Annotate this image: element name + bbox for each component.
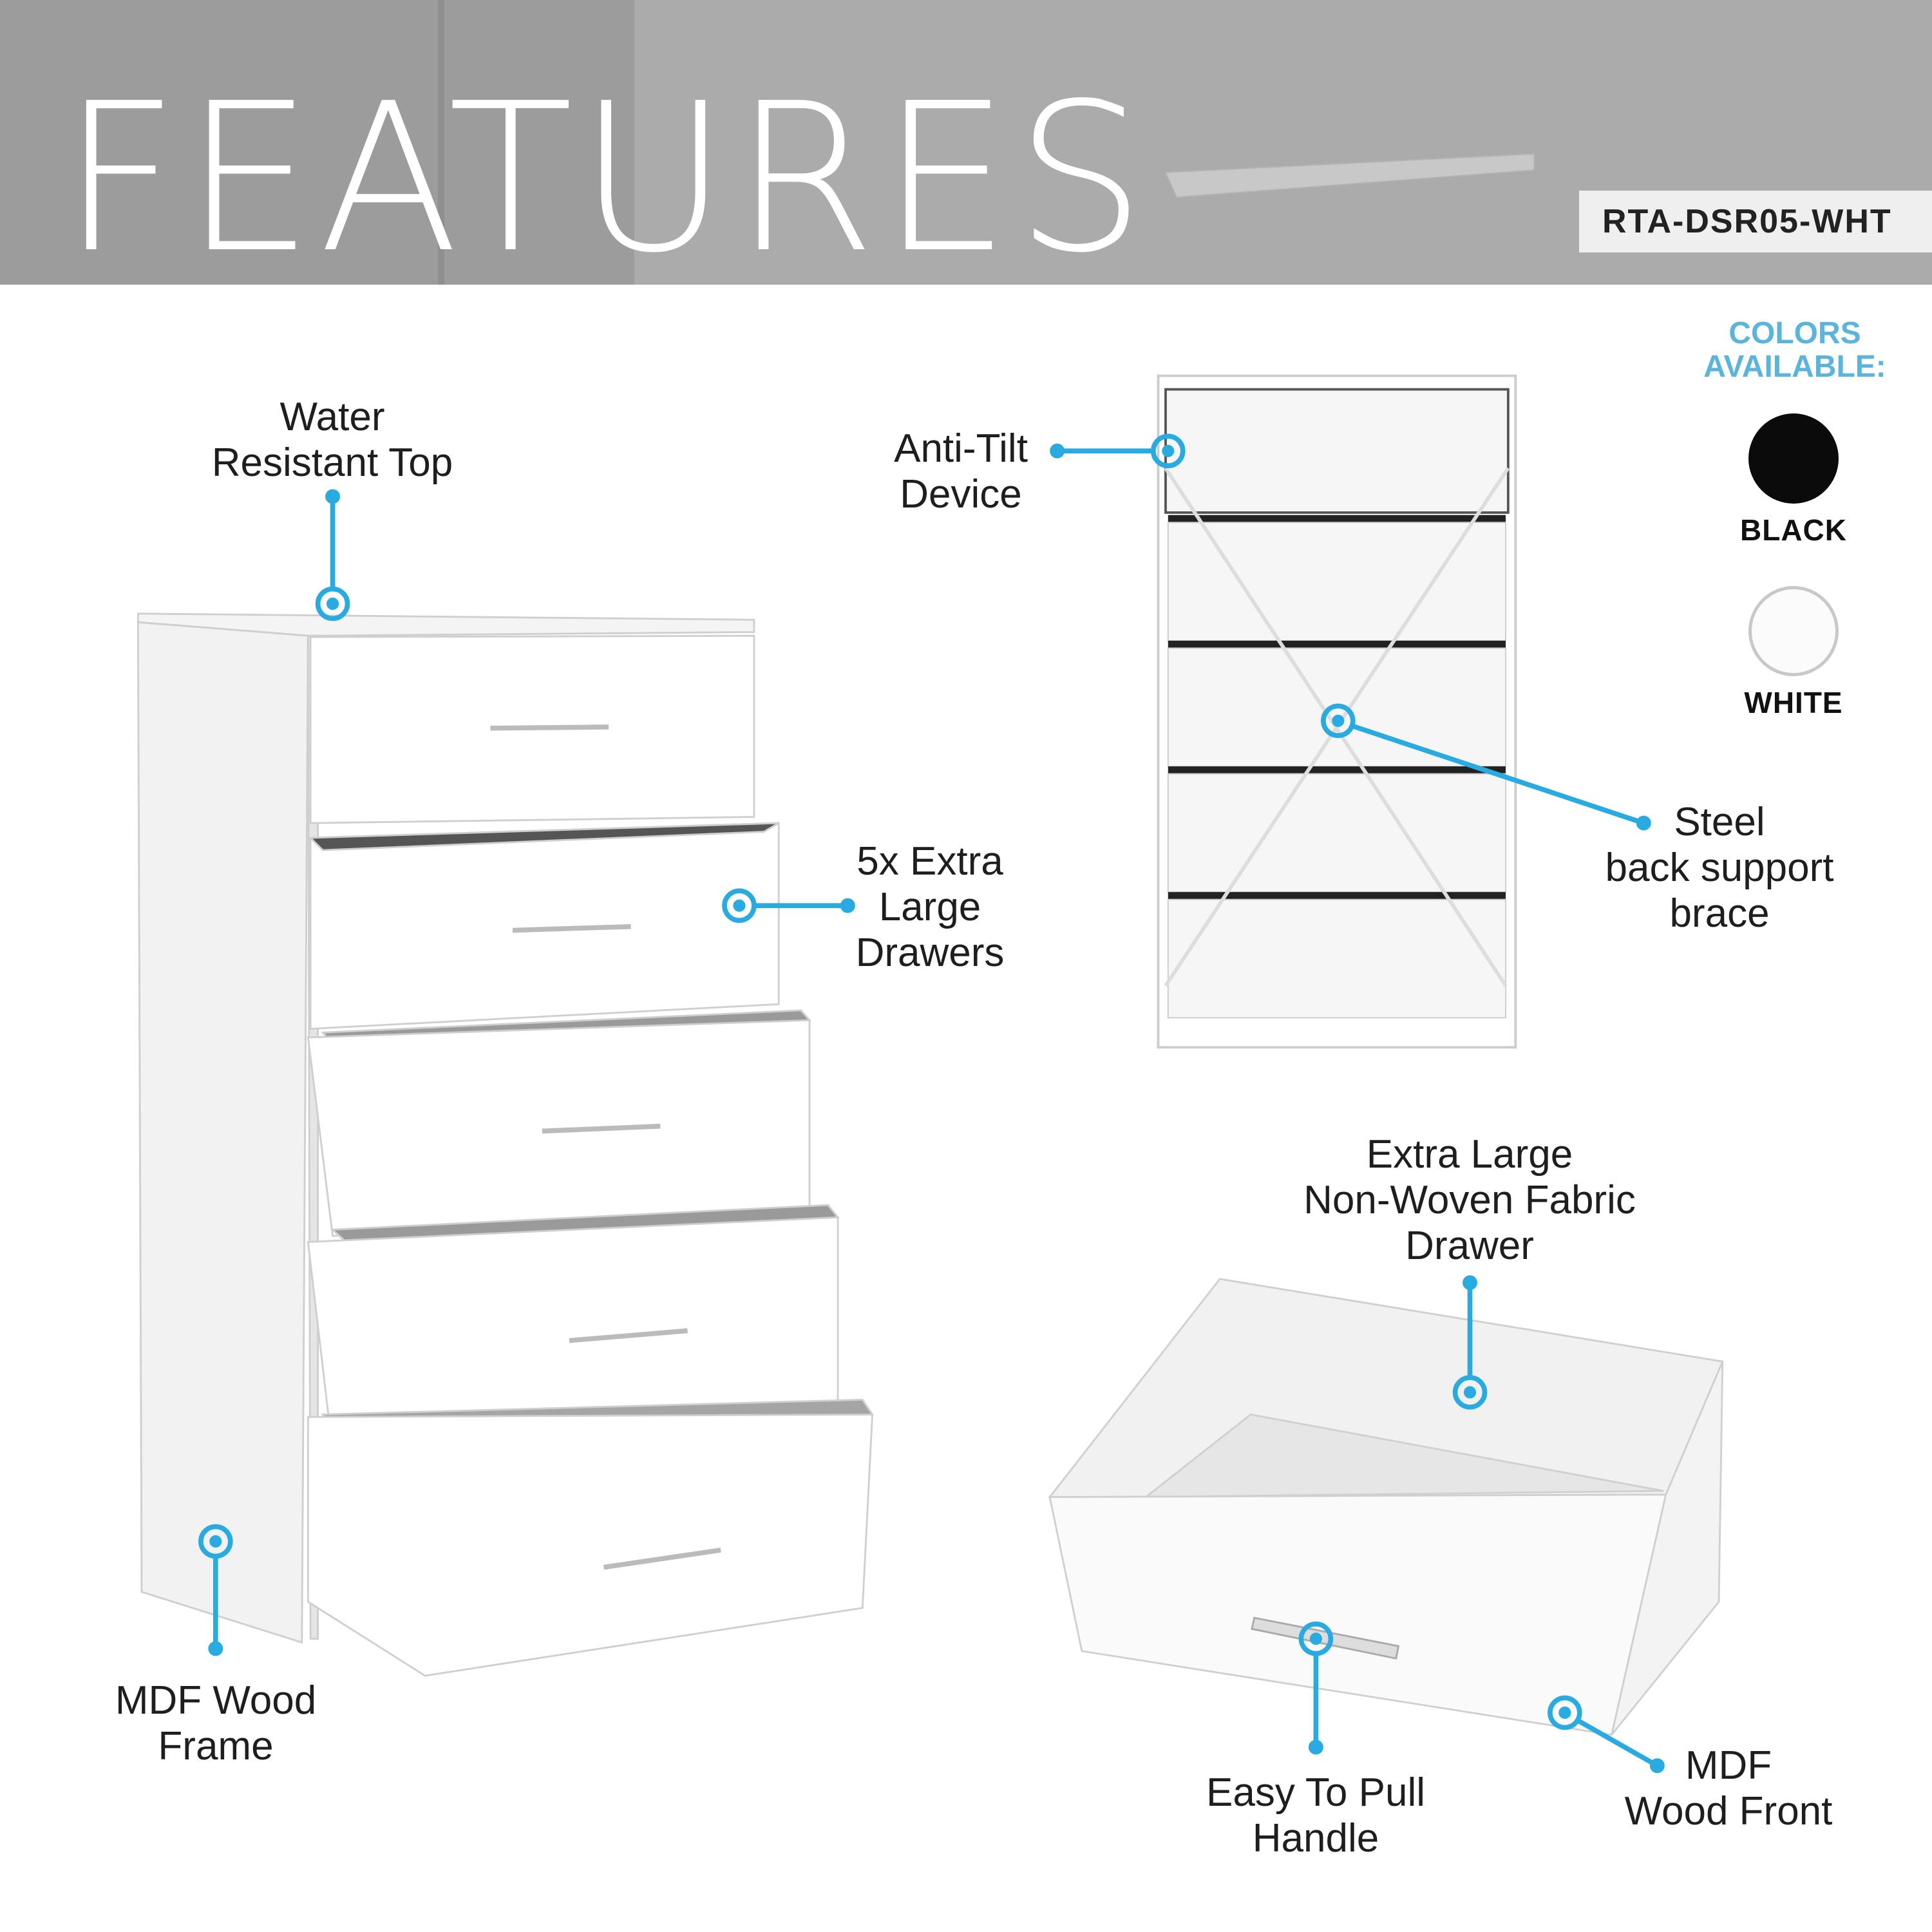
callout-text: Water [279, 395, 385, 439]
callout-mdf-wood-front: MDF Wood Front [1625, 1743, 1833, 1834]
callout-text: Anti-Tilt [894, 426, 1028, 471]
callout-mdf-wood-frame: MDF Wood Frame [115, 1678, 316, 1769]
color-label-white: WHITE [1744, 686, 1843, 719]
model-number-badge: RTA-DSR05-WHT [1579, 191, 1932, 252]
callout-text: Easy To Pull [1206, 1770, 1426, 1815]
colors-available-heading: COLORS AVAILABLE: [1703, 317, 1886, 384]
callout-text: Drawers [855, 931, 1005, 975]
callout-text: Frame [158, 1724, 274, 1768]
callout-text: Drawer [1405, 1224, 1534, 1268]
callout-text: Wood Front [1624, 1789, 1833, 1833]
callout-extra-large-drawers: 5x Extra Large Drawers [856, 838, 1005, 976]
colors-heading-line: COLORS [1728, 316, 1861, 350]
callout-text: Handle [1252, 1816, 1379, 1861]
header-handle-decoration [1164, 153, 1535, 198]
callout-text: MDF Wood [115, 1678, 317, 1723]
callout-text: Resistant Top [211, 440, 453, 485]
page-title: FEATURES [61, 59, 1151, 298]
callout-text: Large [878, 885, 981, 929]
callout-markers [198, 433, 1665, 1774]
header-banner: FEATURES RTA-DSR05-WHT [0, 0, 1932, 285]
tall-dresser-image [137, 612, 875, 1677]
callout-text: 5x Extra [857, 839, 1003, 884]
callout-text: Steel [1674, 800, 1765, 844]
callout-text: Device [900, 472, 1022, 516]
callout-text: Non-Woven Fabric [1303, 1178, 1636, 1222]
colors-heading-line: AVAILABLE: [1703, 350, 1886, 384]
fabric-drawer-image [1048, 1278, 1724, 1736]
header-background-seam [438, 0, 444, 285]
dresser-back-view-image [1157, 374, 1517, 1049]
callout-fabric-drawer: Extra Large Non-Woven Fabric Drawer [1303, 1132, 1636, 1269]
callout-easy-pull-handle: Easy To Pull Handle [1206, 1770, 1425, 1861]
callout-text: Extra Large [1366, 1132, 1573, 1177]
callout-text: back support [1605, 846, 1834, 890]
color-swatch-black[interactable] [1748, 413, 1839, 504]
callout-text: MDF [1685, 1743, 1772, 1788]
header-background-panel [0, 0, 634, 285]
callout-anti-tilt-device: Anti-Tilt Device [894, 426, 1028, 517]
callout-water-resistant-top: Water Resistant Top [212, 394, 453, 486]
color-label-black: BLACK [1740, 513, 1847, 547]
callout-text: brace [1669, 891, 1770, 936]
steel-brace-bar [1164, 467, 1510, 987]
color-swatch-white[interactable] [1748, 586, 1839, 676]
callout-steel-brace: Steel back support brace [1605, 799, 1834, 936]
